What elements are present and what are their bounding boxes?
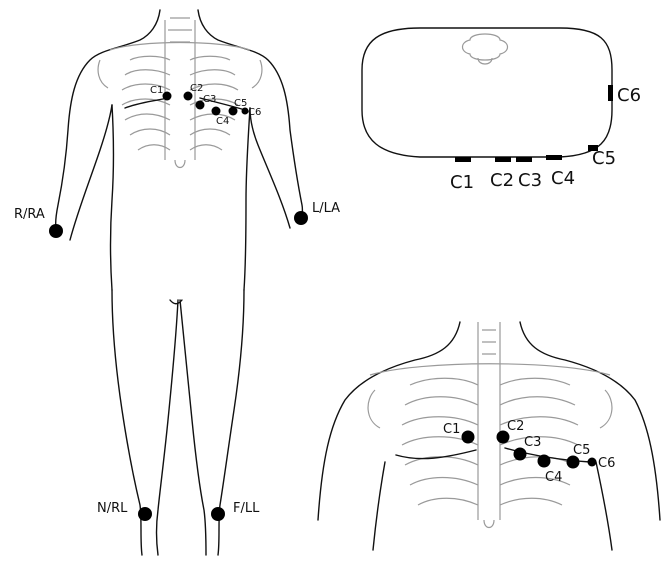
small-chest-electrodes: C1 C2 C3 C4 C5 C6 [150, 83, 261, 127]
chest-closeup: C1 C2 C3 C4 C5 C6 [318, 322, 660, 550]
right-arm-inner [70, 105, 112, 240]
label-c1-large: C1 [443, 422, 460, 437]
cs-electrode-c6 [608, 85, 613, 101]
label-c4-small: C4 [216, 116, 229, 127]
electrode-c1-large [462, 431, 475, 444]
label-c3-small: C3 [203, 94, 216, 105]
left-leg-inner [180, 300, 206, 555]
electrode-ll [211, 507, 225, 521]
electrode-rl [138, 507, 152, 521]
cs-label-c5: C5 [592, 148, 616, 169]
body-outline-left [56, 10, 160, 228]
closeup-left-arm-line [596, 462, 612, 550]
label-ll: F/LL [233, 501, 260, 516]
label-c6-small: C6 [248, 107, 261, 118]
chest-line-small [125, 98, 245, 110]
cs-label-c1: C1 [450, 172, 474, 193]
left-arm-inner [250, 108, 290, 228]
torso-right-side [111, 105, 114, 290]
label-c3-large: C3 [524, 435, 541, 450]
label-c4-large: C4 [545, 470, 562, 485]
closeup-right-arm-line [373, 462, 385, 550]
electrode-ra [49, 224, 63, 238]
label-c1-small: C1 [150, 85, 163, 96]
electrode-c6-large [588, 458, 597, 467]
cs-label-c3: C3 [518, 170, 542, 191]
closeup-right-shoulder [520, 322, 660, 520]
label-rl: N/RL [97, 501, 128, 516]
torso-left-side [244, 108, 250, 290]
electrode-c4-large [538, 455, 551, 468]
electrode-la [294, 211, 308, 225]
label-c5-small: C5 [234, 98, 247, 109]
cross-section-spine [463, 34, 508, 64]
electrode-c1-small [163, 92, 172, 101]
label-c6-large: C6 [598, 456, 615, 471]
cs-electrode-c1 [455, 157, 471, 162]
cs-electrode-c3 [516, 157, 532, 162]
full-body-figure: C1 C2 C3 C4 C5 C6 R/RA L/LA N/RL F/LL [14, 10, 340, 555]
cs-label-c2: C2 [490, 170, 514, 191]
rib-cage-large [368, 322, 612, 528]
cross-section-outline [362, 28, 612, 157]
cs-electrode-c2 [495, 157, 511, 162]
label-la: L/LA [312, 201, 340, 216]
right-leg-inner [157, 300, 179, 555]
closeup-left-shoulder [318, 322, 460, 520]
thorax-cross-section: C1 C2 C3 C4 C5 C6 [362, 28, 641, 193]
electrode-c4-small [212, 107, 221, 116]
label-c2-small: C2 [190, 83, 203, 94]
rib-cage-small [98, 18, 262, 168]
cs-label-c6: C6 [617, 85, 641, 106]
label-ra: R/RA [14, 207, 45, 222]
label-c2-large: C2 [507, 419, 524, 434]
label-c5-large: C5 [573, 443, 590, 458]
cs-electrode-c4 [546, 155, 562, 160]
limb-electrodes: R/RA L/LA N/RL F/LL [14, 201, 340, 521]
cs-label-c4: C4 [551, 168, 575, 189]
